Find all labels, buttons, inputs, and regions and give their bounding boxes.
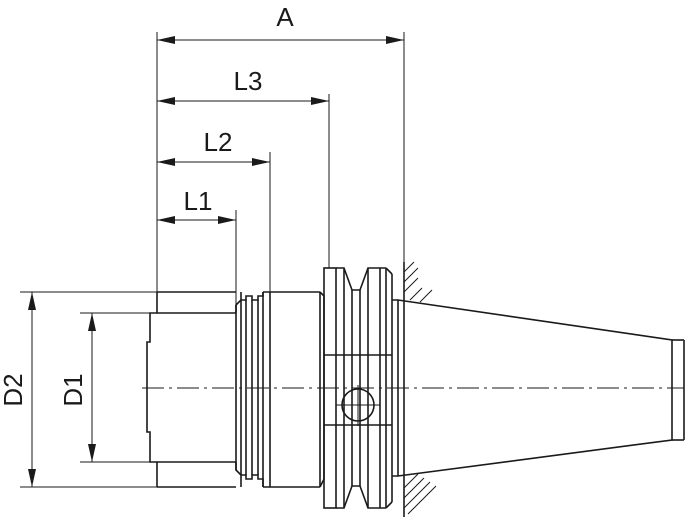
- label-l2: L2: [204, 127, 233, 157]
- dimension-l2: L2: [157, 127, 270, 166]
- dimension-l1: L1: [157, 186, 236, 224]
- label-l3: L3: [234, 66, 263, 96]
- dimension-d1: D1: [58, 313, 96, 462]
- dimension-a: A: [157, 2, 404, 44]
- extension-lines: [20, 32, 405, 488]
- label-d2: D2: [0, 373, 28, 406]
- dimension-l3: L3: [157, 66, 329, 105]
- dimension-d2: D2: [0, 292, 36, 487]
- gauge-face: [403, 261, 437, 517]
- label-d1: D1: [58, 373, 88, 406]
- label-a: A: [276, 2, 294, 32]
- hatch-top: [403, 261, 433, 303]
- shank-body: [146, 291, 325, 488]
- hatch-bottom: [403, 473, 437, 515]
- label-l1: L1: [184, 186, 213, 216]
